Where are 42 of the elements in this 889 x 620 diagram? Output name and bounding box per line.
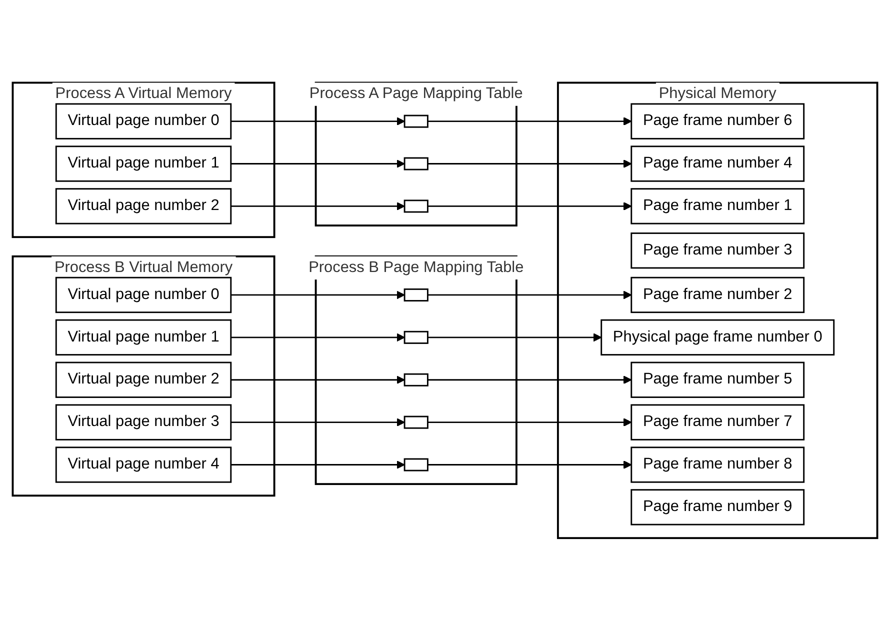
node-box: Page frame number 6 [630,102,804,139]
node-box: Virtual page number 4 [54,446,232,482]
node-box: Page frame number 8 [630,446,804,482]
node-box: Page frame number 4 [630,145,804,182]
arrow [427,460,632,469]
node-box [403,415,428,428]
arrow [427,375,632,384]
node-box: Physical page frame number 0 [600,318,834,356]
node-box: Virtual page number 0 [54,102,232,139]
node-box: Page frame number 3 [630,232,804,268]
arrow [230,202,404,210]
node-box: Virtual page number 1 [54,145,232,182]
arrow [230,290,404,299]
node-box [403,372,428,386]
arrow [427,116,632,126]
node-box [403,288,428,302]
node-box: Page frame number 9 [630,488,804,525]
arrow [427,418,632,426]
arrow [230,332,404,342]
node-box [403,330,428,344]
arrow [230,460,404,469]
arrow [427,290,632,299]
arrow [230,159,404,168]
node-box [403,458,428,471]
node-box [403,199,428,212]
node-box [403,156,428,170]
arrow [230,116,404,126]
arrow [427,159,632,168]
node-box: Virtual page number 3 [54,404,232,440]
arrow [230,375,404,384]
node-box: Virtual page number 2 [54,188,232,224]
node-box: Page frame number 5 [630,361,804,398]
node-box: Virtual page number 0 [54,276,232,313]
node-box: Page frame number 1 [630,188,804,224]
arrow [230,418,404,426]
node-box: Page frame number 7 [630,404,804,440]
node-box: Page frame number 2 [630,276,804,313]
arrow [427,202,632,210]
node-box: Virtual page number 2 [54,361,232,398]
node-box: Virtual page number 1 [54,318,232,356]
arrow [427,332,602,342]
node-box [403,114,428,128]
